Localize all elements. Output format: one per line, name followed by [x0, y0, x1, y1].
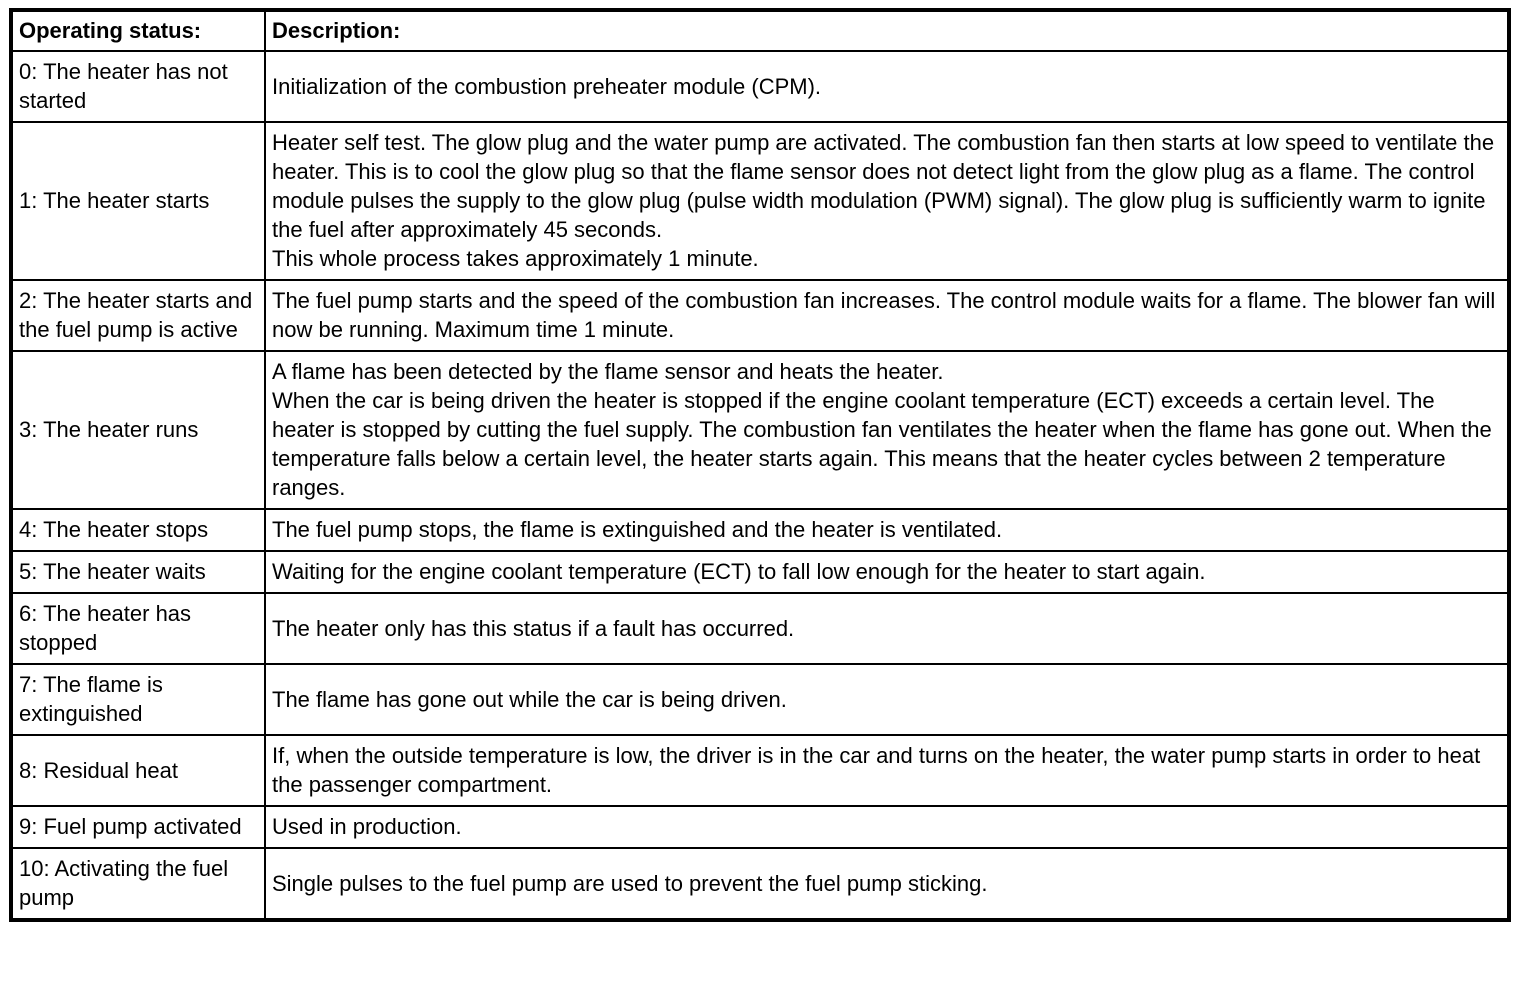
description-header: Description:	[264, 9, 1510, 52]
operating-status-cell: 9: Fuel pump activated	[10, 805, 266, 849]
operating-status-cell: 2: The heater starts and the fuel pump i…	[10, 279, 266, 352]
operating-status-table: Operating status: Description: 0: The he…	[9, 8, 1511, 922]
table-header: Operating status: Description:	[10, 9, 1510, 52]
description-cell: Single pulses to the fuel pump are used …	[264, 847, 1510, 921]
description-cell: Used in production.	[264, 805, 1510, 849]
operating-status-cell: 1: The heater starts	[10, 121, 266, 281]
description-cell: The fuel pump stops, the flame is exting…	[264, 508, 1510, 552]
operating-status-cell: 7: The flame is extinguished	[10, 663, 266, 736]
header-row: Operating status: Description:	[10, 9, 1510, 52]
operating-status-cell: 6: The heater has stopped	[10, 592, 266, 665]
description-cell: A flame has been detected by the flame s…	[264, 350, 1510, 510]
operating-status-cell: 8: Residual heat	[10, 734, 266, 807]
operating-status-cell: 3: The heater runs	[10, 350, 266, 510]
description-cell: Initialization of the combustion preheat…	[264, 50, 1510, 123]
description-cell: Waiting for the engine coolant temperatu…	[264, 550, 1510, 594]
operating-status-cell: 10: Activating the fuel pump	[10, 847, 266, 921]
description-cell: The heater only has this status if a fau…	[264, 592, 1510, 665]
description-cell: Heater self test. The glow plug and the …	[264, 121, 1510, 281]
operating-status-cell: 4: The heater stops	[10, 508, 266, 552]
description-cell: The flame has gone out while the car is …	[264, 663, 1510, 736]
operating-status-cell: 5: The heater waits	[10, 550, 266, 594]
table-row: 2: The heater starts and the fuel pump i…	[10, 279, 1510, 352]
operating-status-cell: 0: The heater has not started	[10, 50, 266, 123]
description-cell: If, when the outside temperature is low,…	[264, 734, 1510, 807]
description-cell: The fuel pump starts and the speed of th…	[264, 279, 1510, 352]
operating-status-header: Operating status:	[10, 9, 266, 52]
